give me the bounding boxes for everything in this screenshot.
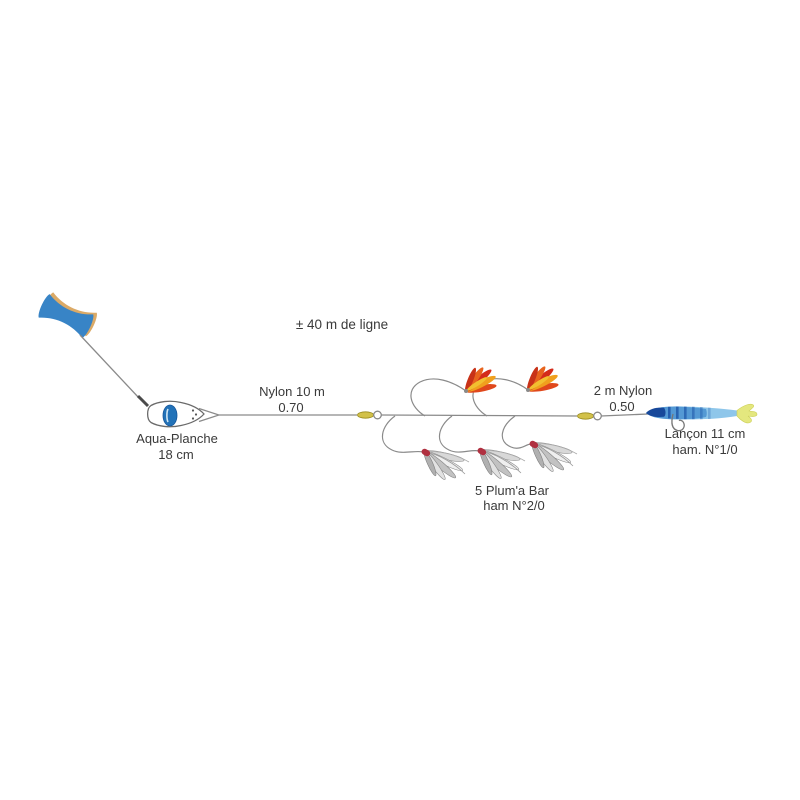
- float-dot: [194, 413, 198, 416]
- aqua-planche-float: [146, 400, 221, 428]
- label-lure-hook-size: ham. N°1/0: [672, 442, 737, 457]
- float-oval-window: [162, 404, 178, 427]
- plume-hook-2: [475, 446, 526, 481]
- lure-hook: [671, 413, 685, 432]
- branch-down-1: [382, 415, 424, 453]
- branch-down-2: [439, 415, 480, 453]
- line-winder: [38, 292, 97, 338]
- label-feathers-name: 5 Plum'a Bar: [475, 483, 550, 498]
- snap-link: [136, 394, 150, 408]
- label-trace-nylon: 2 m Nylon: [594, 383, 653, 398]
- label-float-name: Aqua-Planche: [136, 431, 218, 446]
- plume-hook-1: [419, 447, 470, 482]
- swivel-1-body: [357, 411, 374, 419]
- main-line-segment-2: [380, 414, 578, 417]
- sand-eel-lure: [646, 403, 758, 432]
- branch-down-3: [501, 415, 532, 449]
- winder-body: [38, 294, 94, 338]
- swivel-1-ring: [373, 410, 382, 420]
- label-feathers-hook-size: ham N°2/0: [483, 498, 545, 513]
- float-oval-highlight: [166, 408, 169, 423]
- branch-up-1: [410, 378, 467, 417]
- swivel-2-ring: [593, 411, 602, 421]
- label-trace-nylon-diameter: 0.50: [609, 399, 634, 414]
- trace-line-segment: [600, 413, 649, 417]
- label-lure-name: Lançon 11 cm: [665, 426, 746, 441]
- float-dot: [191, 417, 195, 420]
- label-main-nylon-diameter: 0.70: [278, 400, 303, 415]
- plume-hook-3: [527, 439, 578, 474]
- lure-stripes: [668, 406, 711, 420]
- swivel-2-body: [577, 412, 594, 420]
- label-main-nylon: Nylon 10 m: [259, 384, 325, 399]
- label-float-size: 18 cm: [158, 447, 193, 462]
- feather-lure-1: [462, 365, 498, 395]
- swivel-2: [577, 411, 602, 421]
- swivel-1: [357, 410, 382, 420]
- feather-lure-2: [524, 364, 560, 394]
- float-dot: [191, 409, 195, 412]
- lure-curly-tail: [736, 403, 758, 424]
- label-line-length: ± 40 m de ligne: [296, 317, 388, 332]
- lure-head: [646, 407, 666, 418]
- winder-line: [79, 334, 140, 399]
